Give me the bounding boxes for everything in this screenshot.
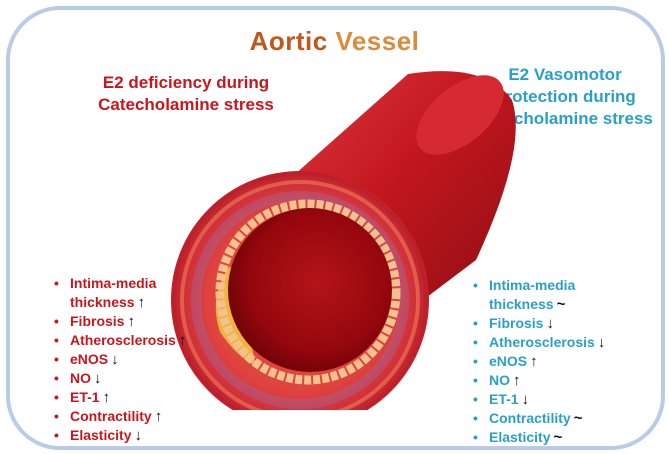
right-item-intima-media: • Intima-media thickness~ xyxy=(473,277,576,313)
down-arrow-icon: ↓ xyxy=(597,334,606,351)
bullet: • xyxy=(54,427,59,443)
up-arrow-icon: ↑ xyxy=(178,332,187,349)
right-item-fibrosis: • Fibrosis↓ xyxy=(473,315,554,332)
tilde-icon: ~ xyxy=(553,429,563,446)
right-heading: E2 Vasomotor Protection during Catechola… xyxy=(465,64,665,130)
bullet: • xyxy=(473,334,478,350)
right-heading-line2: Protection during xyxy=(494,87,636,106)
left-effects-list: • Intima-media thickness↑ • Fibrosis↑ • … xyxy=(52,274,186,445)
down-arrow-icon: ↓ xyxy=(546,315,554,332)
right-item-et1: • ET-1↓ xyxy=(473,391,530,408)
bullet: • xyxy=(54,370,59,386)
bullet: • xyxy=(54,408,59,424)
right-item-no: • NO↑ xyxy=(473,372,521,389)
left-item-no: • NO↓ xyxy=(54,370,102,387)
right-effects-list: • Intima-media thickness~ • Fibrosis↓ • … xyxy=(471,276,605,447)
bullet: • xyxy=(54,389,59,405)
bullet: • xyxy=(54,313,59,329)
right-heading-line1: E2 Vasomotor xyxy=(508,65,622,84)
up-arrow-icon: ↑ xyxy=(127,313,135,330)
down-arrow-icon: ↓ xyxy=(521,391,530,408)
bullet: • xyxy=(473,353,478,369)
left-item-et1: • ET-1↑ xyxy=(54,389,111,406)
bullet: • xyxy=(473,410,478,426)
bullet: • xyxy=(473,277,478,293)
up-arrow-icon: ↑ xyxy=(513,372,521,389)
left-heading-line2: Catecholamine stress xyxy=(98,95,274,114)
bullet: • xyxy=(54,275,59,291)
up-arrow-icon: ↑ xyxy=(530,353,538,370)
left-heading: E2 deficiency during Catecholamine stres… xyxy=(86,72,286,116)
left-item-fibrosis: • Fibrosis↑ xyxy=(54,313,135,330)
vessel-far-end xyxy=(416,75,504,155)
left-item-intima-media: • Intima-media thickness↑ xyxy=(54,275,157,311)
left-item-contractility: • Contractility↑ xyxy=(54,408,163,425)
left-item-atherosclerosis: • Atherosclerosis↑ xyxy=(54,332,187,349)
bullet: • xyxy=(473,372,478,388)
tilde-icon: ~ xyxy=(556,296,566,313)
bullet: • xyxy=(473,429,478,445)
down-arrow-icon: ↓ xyxy=(134,427,142,444)
left-item-elasticity: • Elasticity↓ xyxy=(54,427,142,444)
bullet: • xyxy=(54,351,59,367)
right-item-elasticity: • Elasticity~ xyxy=(473,429,563,446)
bullet: • xyxy=(473,391,478,407)
title-word-vessel: Vessel xyxy=(335,26,420,56)
tilde-icon: ~ xyxy=(573,410,583,427)
bullet: • xyxy=(54,332,59,348)
right-item-atherosclerosis: • Atherosclerosis↓ xyxy=(473,334,606,351)
up-arrow-icon: ↑ xyxy=(102,389,111,406)
bullet: • xyxy=(473,315,478,331)
right-item-enos: • eNOS↑ xyxy=(473,353,538,370)
endothelium xyxy=(215,199,401,385)
diagram-title: Aortic Vessel xyxy=(0,26,669,57)
vessel-lumen xyxy=(228,208,392,372)
left-heading-line1: E2 deficiency during xyxy=(102,73,270,92)
right-item-contractility: • Contractility~ xyxy=(473,410,583,427)
title-word-aortic: Aortic xyxy=(249,26,328,56)
left-item-enos: • eNOS↓ xyxy=(54,351,119,368)
right-heading-line3: Catecholamine stress xyxy=(477,109,653,128)
aortic-vessel-illustration xyxy=(171,71,516,410)
down-arrow-icon: ↓ xyxy=(111,351,119,368)
up-arrow-icon: ↑ xyxy=(137,294,146,311)
up-arrow-icon: ↑ xyxy=(154,408,163,425)
down-arrow-icon: ↓ xyxy=(94,370,102,387)
